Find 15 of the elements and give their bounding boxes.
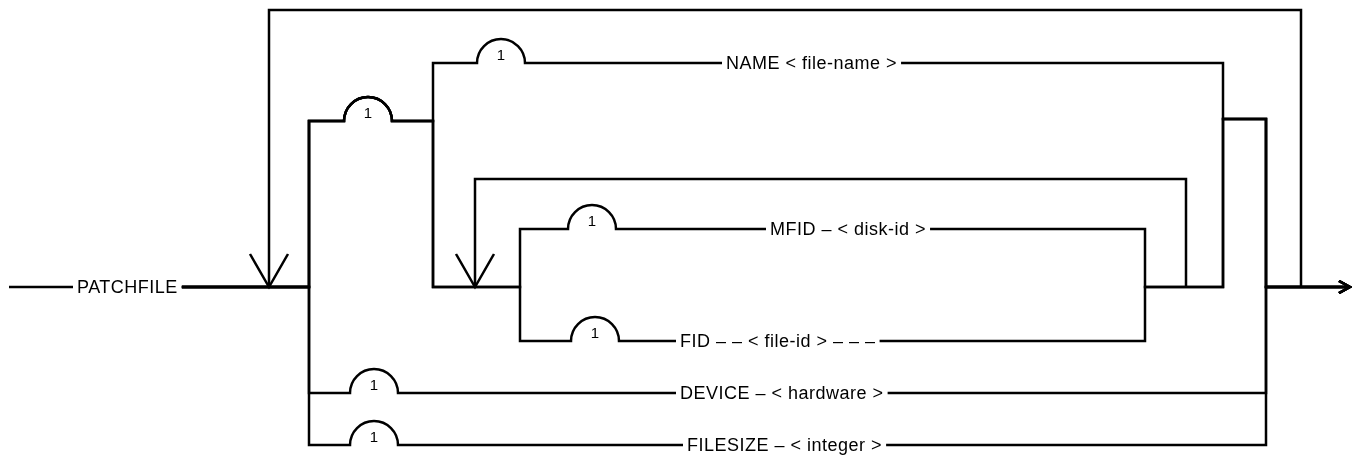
option-text: NAME < file-name >	[722, 52, 902, 74]
repeat-count: 1	[590, 323, 600, 341]
connector	[886, 279, 1352, 447]
repeat-count: 1	[496, 45, 506, 63]
option-text: FILESIZE – < integer >	[683, 434, 887, 456]
repeat-count: 1	[363, 103, 373, 121]
repeat-count: 1	[369, 427, 379, 445]
repeat-count: 1	[369, 375, 379, 393]
repeat-count: 1	[587, 211, 597, 229]
command-keyword: PATCHFILE	[73, 276, 182, 298]
option-text: MFID – < disk-id >	[766, 218, 931, 240]
option-text: FID – – < file-id > – – –	[676, 330, 880, 352]
connector	[181, 285, 683, 447]
option-text: DEVICE – < hardware >	[676, 382, 888, 404]
connector	[9, 285, 73, 289]
